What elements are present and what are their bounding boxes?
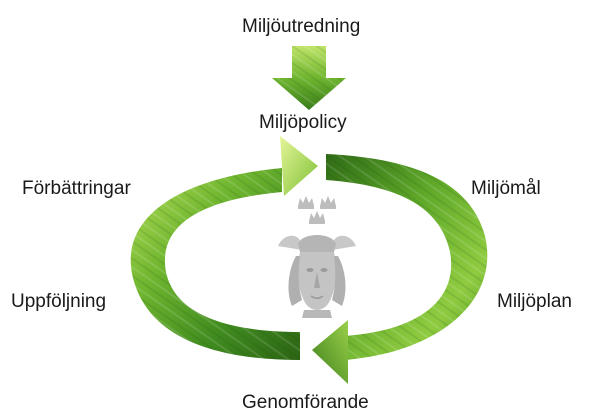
label-miljoutredning: Miljöutredning: [242, 16, 361, 37]
label-uppfoljning: Uppföljning: [11, 291, 107, 312]
three-crowns-icon: [298, 196, 336, 224]
down-arrow: [272, 46, 346, 110]
label-miljomal: Miljömål: [471, 178, 541, 199]
right-cycle-arrow: [312, 154, 488, 384]
label-genomforande: Genomförande: [242, 392, 369, 413]
stockholm-crest-icon: [278, 196, 356, 318]
left-cycle-arrow: [130, 136, 318, 360]
label-miljopolicy: Miljöpolicy: [259, 112, 347, 133]
head-emblem-icon: [278, 235, 356, 318]
label-forbattringar: Förbättringar: [22, 178, 131, 199]
label-miljoplan: Miljöplan: [497, 291, 572, 312]
